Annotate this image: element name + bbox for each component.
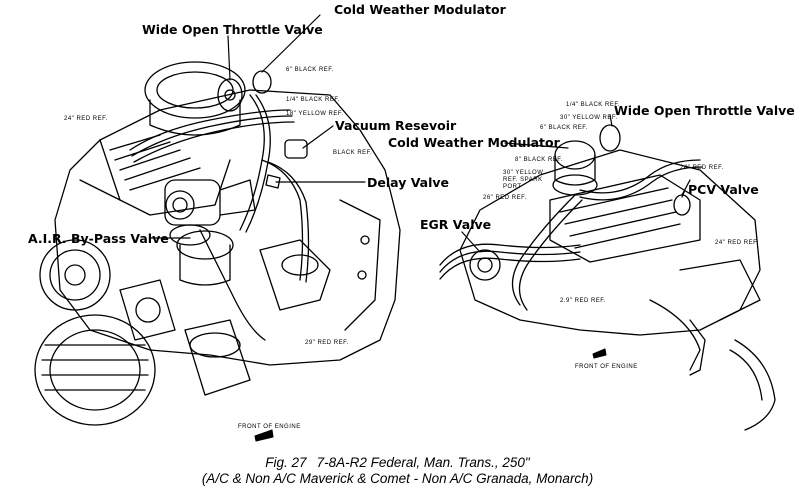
left-engine-drawing <box>34 61 401 426</box>
label-egr-valve: EGR Valve <box>420 217 492 232</box>
figure-code: 7-8A-R2 Federal, Man. Trans., 250" <box>316 455 530 470</box>
hose-ref-right-yellow-spark: 30" YELLOW REF. SPARK PORT <box>503 170 544 190</box>
hose-ref-left-black-quarter: 1/4" BLACK REF. <box>286 97 340 103</box>
label-wide-open-throttle-valve-left: Wide Open Throttle Valve <box>142 22 323 37</box>
label-pcv-valve: PCV Valve <box>688 182 759 197</box>
hose-ref-left-black-mid: BLACK REF. <box>333 150 373 156</box>
front-arrow-left <box>254 429 274 442</box>
hose-ref-left-red-29: 29" RED REF. <box>305 340 349 346</box>
hose-ref-right-red-29: 2.9" RED REF. <box>560 298 606 304</box>
figure-subtitle: (A/C & Non A/C Maverick & Comet - Non A/… <box>201 471 594 486</box>
hose-ref-right-yellow-30: 30" YELLOW REF. <box>560 115 618 121</box>
hose-ref-left-yellow-18: 18" YELLOW REF. <box>286 111 344 117</box>
hose-ref-right-red-24: 24" RED REF. <box>680 165 724 171</box>
right-engine-drawing <box>439 124 776 431</box>
figure-caption: Fig. 27 7-8A-R2 Federal, Man. Trans., 250… <box>0 455 795 471</box>
front-arrow-right <box>592 348 607 359</box>
hose-ref-left-black-top: 6" BLACK REF. <box>286 67 334 73</box>
figure-number: Fig. 27 <box>265 455 307 470</box>
label-air-bypass-valve: A.I.R. By-Pass Valve <box>28 231 169 246</box>
hose-ref-right-red-24b: 24" RED REF. <box>715 240 759 246</box>
hose-ref-right-black-quarter: 1/4" BLACK REF. <box>566 102 620 108</box>
label-vacuum-reservoir: Vacuum Resevoir <box>335 118 457 133</box>
label-delay-valve: Delay Valve <box>367 175 450 190</box>
front-of-engine-right: FRONT OF ENGINE <box>575 364 638 370</box>
front-of-engine-left: FRONT OF ENGINE <box>238 424 301 430</box>
hose-ref-right-black-8: 8" BLACK REF. <box>515 157 563 163</box>
leader-lines <box>149 14 686 253</box>
label-cold-weather-modulator-right: Cold Weather Modulator <box>388 135 560 150</box>
hose-ref-left-red-24: 24" RED REF. <box>64 116 108 122</box>
label-wide-open-throttle-valve-right: Wide Open Throttle Valve <box>614 103 795 118</box>
hose-ref-right-red-26: 26" RED REF. <box>483 195 527 201</box>
label-cold-weather-modulator-left: Cold Weather Modulator <box>334 2 506 17</box>
hose-ref-right-black-6: 6" BLACK REF. <box>540 125 588 131</box>
